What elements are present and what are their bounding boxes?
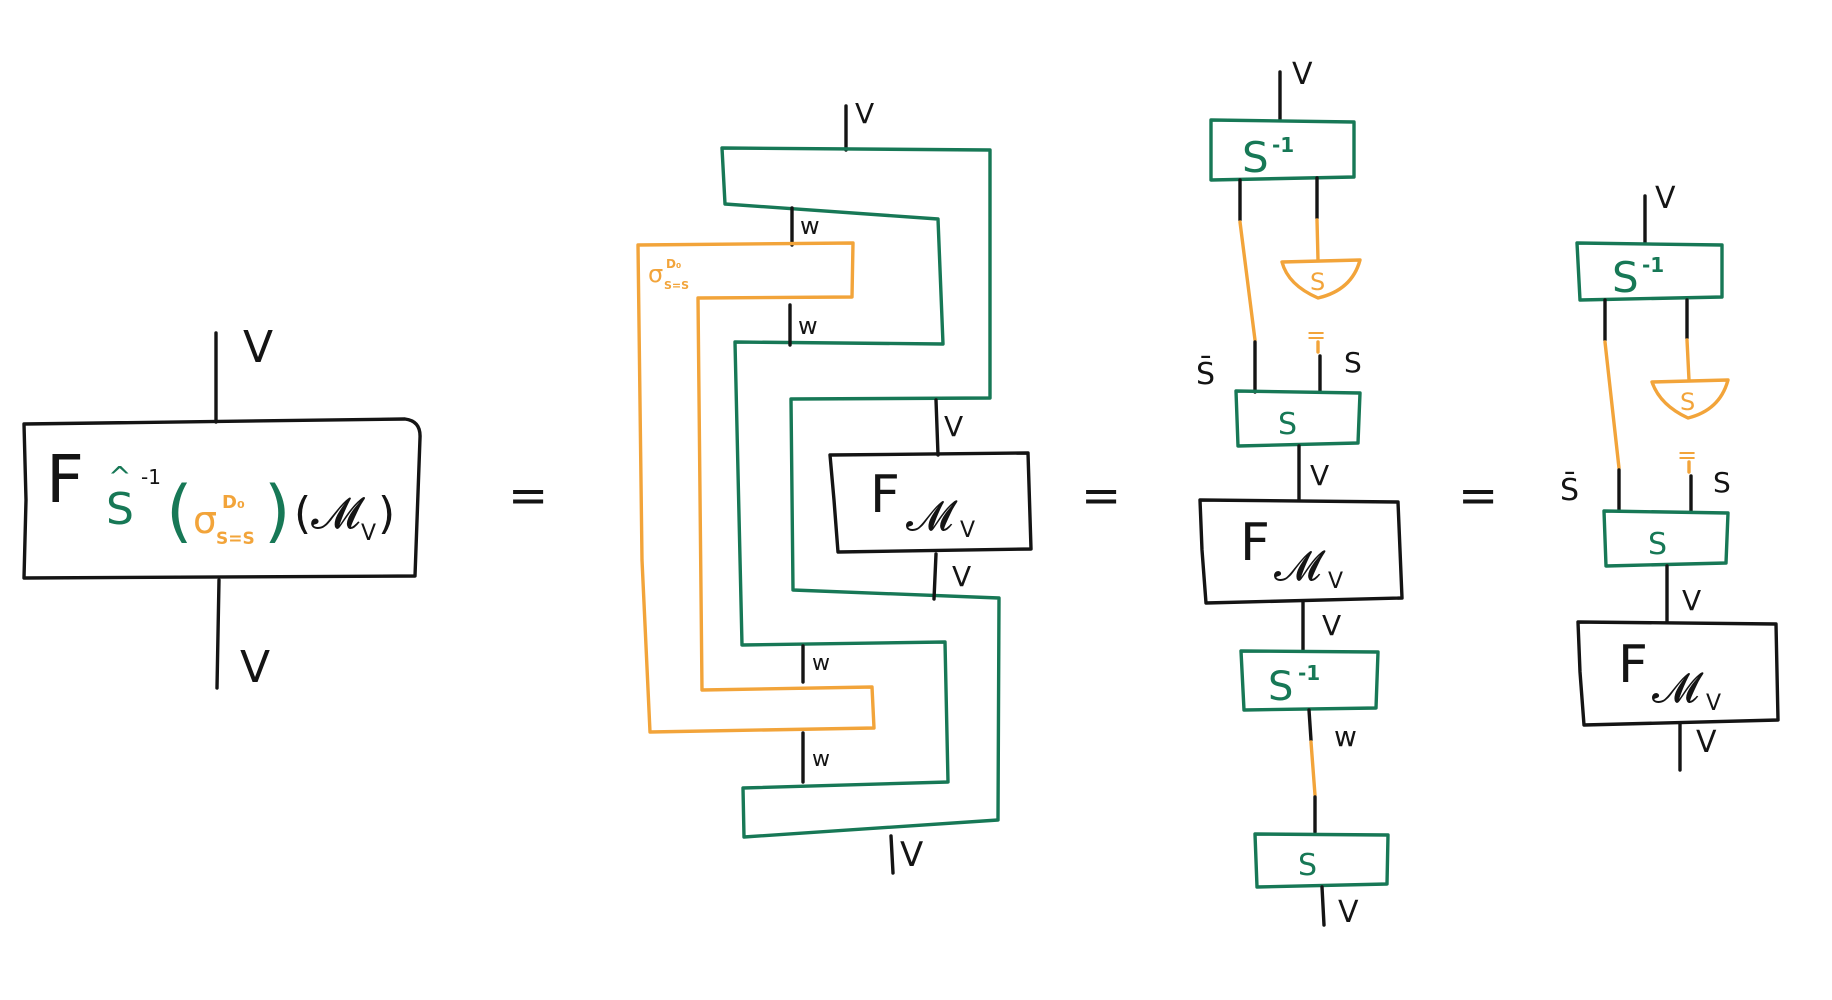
lhs-bottom-wire: [215, 578, 221, 690]
equals-sign-3: =: [1458, 468, 1498, 524]
equals-sign-2: =: [1081, 468, 1121, 524]
d4-bottom-label: V: [1696, 725, 1717, 760]
d3-s-inverse-box-2: [1239, 649, 1380, 712]
d2-sigma-sub: S=S: [664, 279, 689, 292]
d4-f-box: [1576, 620, 1780, 727]
lhs-s-letter: S: [106, 484, 134, 535]
lhs-hat: ^: [108, 460, 131, 493]
d4-s-inverse-letter: S: [1612, 253, 1639, 302]
d2-w-label-1: w: [800, 212, 820, 240]
d2-orange-cup: [636, 241, 876, 734]
d4-top-label: V: [1655, 181, 1676, 216]
d2-f-letter: F: [870, 465, 900, 525]
d4-counit-label: S: [1680, 388, 1695, 416]
diagram-4: V S -1 S = S̄ S S V F 𝓜 V V: [1560, 181, 1780, 772]
d4-mu-sub: V: [1706, 691, 1721, 716]
lhs-box: [22, 417, 422, 580]
d4-s-inverse-box: [1575, 241, 1724, 302]
d3-s-box-2: [1253, 832, 1390, 889]
d4-s-box-letter: S: [1648, 527, 1667, 562]
d2-w-label-3: w: [812, 651, 830, 676]
d3-s-inverse-letter: S: [1242, 133, 1269, 182]
d2-w-label-2: w: [798, 312, 818, 340]
d3-s-inverse-box: [1209, 118, 1356, 182]
d3-sbar-label: S̄: [1196, 356, 1215, 392]
diagram-3: V S -1 S = S̄ S S V F 𝓜 V V S -1 w: [1196, 57, 1404, 930]
d2-v-out-label: V: [952, 560, 971, 593]
d3-f-box: [1198, 498, 1404, 605]
diagram-2: V w w σ D₀ S=S V F 𝓜 V V w w V: [636, 97, 1033, 875]
d3-mu-sub: V: [1328, 569, 1343, 594]
lhs-sigma: σ: [193, 498, 217, 542]
d4-s-label: S: [1713, 466, 1731, 499]
d3-f-letter: F: [1240, 513, 1270, 573]
d3-v-after-label: V: [1322, 609, 1341, 642]
d4-v-mid-label: V: [1682, 584, 1701, 617]
d3-s-box: [1234, 389, 1362, 448]
d3-bottom-wire: [1320, 885, 1326, 927]
lhs-paren-open: (: [166, 472, 193, 551]
lhs-mu-sub: V: [361, 521, 376, 546]
lhs-sigma-sup: D₀: [222, 492, 245, 513]
d4-s-inverse-sup: -1: [1642, 253, 1664, 277]
d3-v-mid-label: V: [1310, 459, 1329, 492]
d2-sigma-sup: D₀: [666, 257, 681, 271]
lhs-f-letter: F: [46, 441, 84, 518]
d2-bottom-label: V: [900, 835, 923, 875]
lhs-sigma-sub: S=S: [216, 529, 255, 549]
d3-left-orange-wire: [1238, 220, 1257, 342]
d3-s-inverse-sup: -1: [1272, 133, 1294, 157]
lhs-inverse-sup: -1: [141, 465, 161, 489]
d2-bottom-wire: [889, 834, 895, 875]
lhs-top-label: V: [243, 322, 273, 373]
d2-v-out-wire: [932, 552, 938, 601]
d2-w-label-4: w: [812, 747, 830, 772]
d3-s-inverse-sup-2: -1: [1298, 661, 1320, 685]
d2-green-snake-upper: [720, 146, 1001, 839]
d2-mu-sub: V: [960, 518, 975, 543]
d3-mu: 𝓜: [1274, 541, 1326, 590]
d2-top-label: V: [855, 97, 874, 130]
d4-unit-symbol: =: [1677, 441, 1697, 469]
d3-counit-shape: [1280, 258, 1362, 300]
d3-counit-label: S: [1310, 268, 1325, 296]
d3-bottom-label: V: [1338, 895, 1359, 930]
d3-s-inverse-letter-2: S: [1268, 664, 1293, 710]
d4-right-orange-wire: [1685, 338, 1691, 382]
d4-f-letter: F: [1618, 635, 1648, 695]
lhs-bottom-label: V: [240, 642, 270, 693]
lhs-mu: (𝓜: [294, 488, 365, 539]
lhs-mu-close: ): [378, 488, 395, 539]
d2-mu: 𝓜: [906, 491, 958, 540]
d2-sigma: σ: [648, 260, 663, 288]
d3-w-label: w: [1334, 720, 1357, 753]
equals-sign-1: =: [508, 468, 548, 524]
d3-w-black-seg: [1307, 708, 1313, 742]
d2-v-in-wire: [934, 398, 940, 457]
d3-right-orange-wire: [1315, 218, 1320, 262]
d3-top-label: V: [1292, 57, 1313, 92]
d4-counit-shape: [1650, 378, 1730, 420]
d3-s-box-letter-2: S: [1298, 848, 1317, 883]
d4-sbar-label: S̄: [1560, 472, 1579, 508]
d4-mu: 𝓜: [1652, 663, 1704, 712]
d2-v-in-label: V: [944, 410, 963, 443]
d3-s-label: S: [1344, 346, 1362, 379]
lhs-paren-close: ): [264, 472, 291, 551]
d3-s-box-letter: S: [1278, 407, 1297, 442]
d4-left-orange-wire: [1603, 340, 1621, 470]
d4-s-box: [1602, 509, 1730, 568]
lhs-diagram: V F S ^ -1 ( σ D₀ S=S ) (𝓜 V ) V: [22, 322, 422, 693]
d3-unit-symbol: =: [1306, 321, 1326, 349]
d3-w-orange-wire: [1309, 740, 1317, 797]
d2-f-box: [828, 451, 1033, 554]
